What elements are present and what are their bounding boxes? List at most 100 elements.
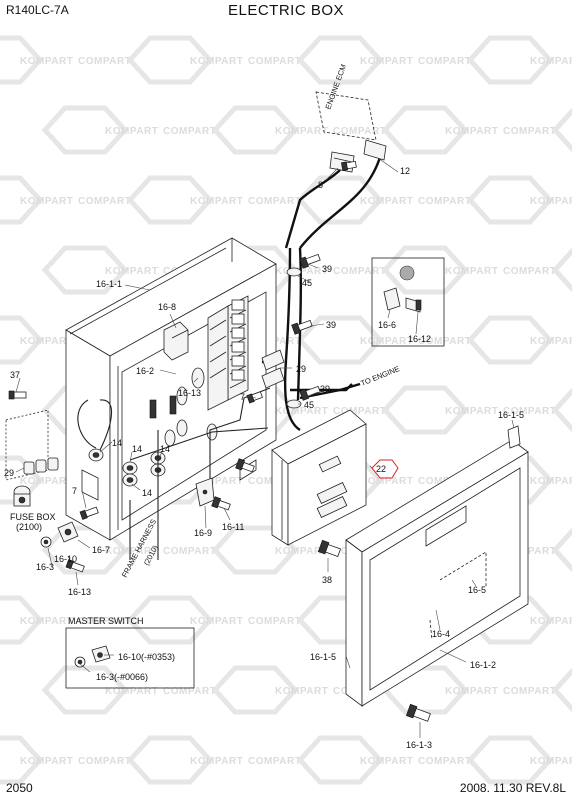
relay-16-8 — [163, 321, 189, 361]
callout-14b: 14 — [132, 444, 142, 454]
watermark-brand: KOMPART — [105, 126, 158, 137]
watermark-brand: KOMPART — [360, 56, 413, 67]
master-switch-16-10: 16-10(-#0353) — [118, 652, 175, 662]
watermark-brand: KOMPART — [445, 686, 498, 697]
callout-39b: 39 — [326, 320, 336, 330]
engine-ecm-label: ENGINE ECM — [323, 63, 348, 111]
ecm-unit-22 — [271, 409, 399, 546]
callout-16-13b: 16-13 — [68, 587, 91, 597]
bolts — [8, 160, 431, 722]
watermark-tile: KOMPART COMPART — [41, 105, 216, 155]
watermark-brand: COMPART — [248, 756, 301, 767]
wire-harness — [77, 139, 387, 560]
watermark-brand: KOMPART — [445, 266, 498, 277]
page-number: 2050 — [6, 781, 33, 795]
watermark-brand: COMPART — [248, 56, 301, 67]
watermark-brand: KOMPART — [275, 126, 328, 137]
callout-12: 12 — [400, 166, 410, 176]
fuse-box — [13, 485, 31, 507]
watermark-brand: KOMPART — [530, 616, 572, 627]
watermark-brand: COMPART — [248, 616, 301, 627]
callout-22: 22 — [376, 464, 386, 474]
watermark-brand: KOMPART — [105, 686, 158, 697]
watermark-brand: COMPART — [78, 196, 131, 207]
callout-16-12: 16-12 — [408, 334, 431, 344]
connectors-center — [149, 367, 218, 447]
watermark-brand: KOMPART — [360, 336, 413, 347]
master-switch-body — [40, 521, 79, 548]
callout-16-1-3: 16-1-3 — [406, 740, 432, 750]
engine-ecm-panel — [315, 91, 377, 141]
page-title: ELECTRIC BOX — [227, 2, 345, 19]
watermark-brand: COMPART — [163, 546, 216, 557]
watermark-brand: KOMPART — [275, 406, 328, 417]
callout-16-13a: 16-13 — [178, 388, 201, 398]
callout-38: 38 — [322, 575, 332, 585]
watermark-brand: COMPART — [503, 266, 556, 277]
watermark-brand: KOMPART — [20, 336, 73, 347]
watermark-brand: KOMPART — [530, 56, 572, 67]
watermark-brand: KOMPART — [190, 476, 243, 487]
watermark-brand: KOMPART — [360, 476, 413, 487]
watermark-brand: KOMPART — [530, 336, 572, 347]
watermark-brand: COMPART — [503, 546, 556, 557]
watermark-brand: COMPART — [418, 196, 471, 207]
callout-39c: 39 — [320, 384, 330, 394]
watermark-brand: KOMPART — [275, 686, 328, 697]
watermark-tile: KOMPART COMPART — [381, 385, 556, 435]
watermark-brand: KOMPART — [20, 196, 73, 207]
watermark-brand: COMPART — [503, 406, 556, 417]
callout-29l: 29 — [4, 468, 14, 478]
callout-39a: 39 — [322, 264, 332, 274]
watermark-tile: KOMPART COMPART — [296, 35, 471, 85]
watermark-brand: COMPART — [78, 56, 131, 67]
watermark-brand: KOMPART — [105, 546, 158, 557]
callout-16-1-1: 16-1-1 — [96, 279, 122, 289]
watermark-brand: COMPART — [163, 126, 216, 137]
watermark-brand: KOMPART — [190, 56, 243, 67]
watermark-brand: COMPART — [503, 126, 556, 137]
watermark-brand: KOMPART — [445, 406, 498, 417]
callout-16-6: 16-6 — [378, 320, 396, 330]
master-switch-inset — [65, 627, 195, 689]
watermark-brand: COMPART — [333, 406, 386, 417]
callout-16-9: 16-9 — [194, 528, 212, 538]
callout-14c: 14 — [160, 444, 170, 454]
watermark-brand: KOMPART — [20, 476, 73, 487]
watermark-tile: KOMPART COMPART — [126, 35, 301, 85]
watermark-brand: COMPART — [418, 56, 471, 67]
watermark-brand: KOMPART — [20, 616, 73, 627]
watermark-brand: COMPART — [418, 756, 471, 767]
watermark-brand: COMPART — [333, 126, 386, 137]
callout-14a: 14 — [112, 438, 122, 448]
fuse-box-group — [5, 409, 79, 548]
callout-16-4: 16-4 — [432, 629, 450, 639]
callout-16-7: 16-7 — [92, 545, 110, 555]
callout-7a: 7 — [240, 392, 245, 402]
engine-ecm-connector — [329, 139, 387, 173]
callout-16-1-2: 16-1-2 — [470, 660, 496, 670]
leader-lines — [15, 157, 515, 738]
watermark-brand: COMPART — [78, 756, 131, 767]
callout-37: 37 — [10, 370, 20, 380]
relay-29 — [261, 349, 285, 389]
callout-16-1-5a: 16-1-5 — [498, 410, 524, 420]
callout-16-10: 16-10 — [54, 554, 77, 564]
watermark-brand: KOMPART — [105, 266, 158, 277]
to-engine-label: TO ENGINE — [359, 364, 401, 388]
fuse-box-ref: (2100) — [16, 522, 42, 532]
